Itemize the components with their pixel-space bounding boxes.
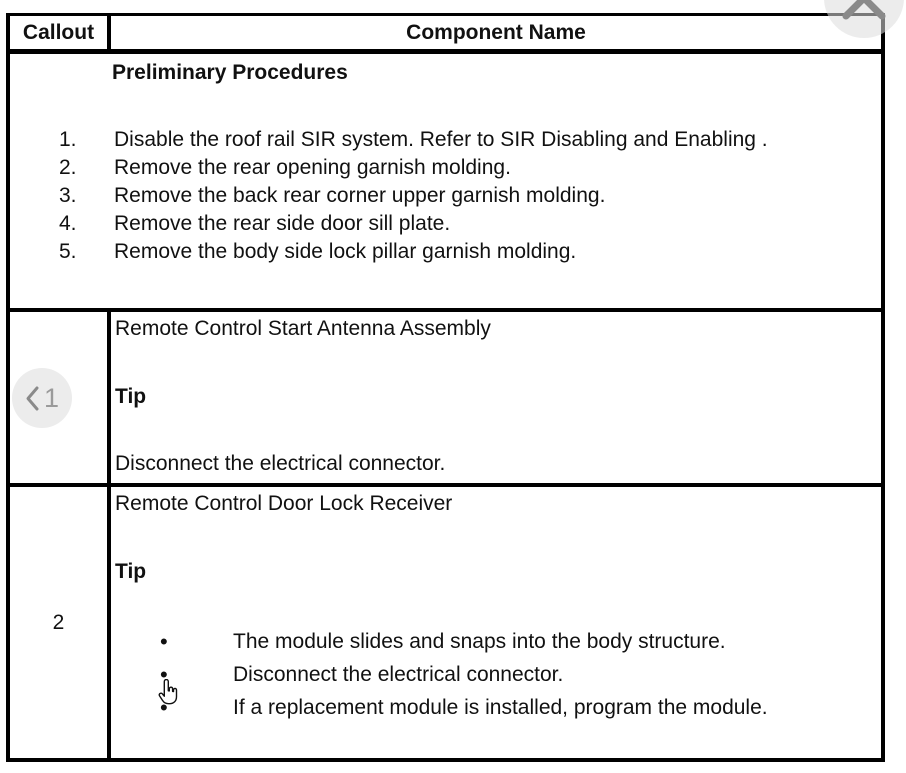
component-name-column-header: Component Name (107, 13, 885, 54)
callout-number: 2 (52, 610, 65, 634)
component-cell-receiver: Remote Control Door Lock Receiver Tip • … (107, 483, 885, 762)
component-title: Remote Control Start Antenna Assembly (115, 317, 491, 340)
component-row-antenna: Remote Control Start Antenna Assembly Ti… (6, 308, 885, 487)
step-text: Remove the rear side door sill plate. (114, 212, 451, 235)
list-item: 4. Remove the rear side door sill plate. (10, 210, 881, 238)
component-row-receiver: 2 Remote Control Door Lock Receiver Tip … (6, 483, 885, 762)
list-item: 5. Remove the body side lock pillar garn… (10, 238, 881, 266)
list-item: 3. Remove the back rear corner upper gar… (10, 182, 881, 210)
list-item: 1. Disable the roof rail SIR system. Ref… (10, 126, 881, 154)
list-item: • If a replacement module is installed, … (115, 691, 881, 724)
step-text: Remove the body side lock pillar garnish… (114, 240, 577, 263)
bullet-icon: • (160, 629, 168, 654)
component-cell-antenna: Remote Control Start Antenna Assembly Ti… (107, 308, 885, 487)
tip-label: Tip (115, 385, 147, 408)
table-header-row: Callout Component Name (6, 13, 885, 54)
bullet-text: Disconnect the electrical connector. (233, 663, 564, 686)
step-number: 5. (59, 240, 77, 263)
list-item: • The module slides and snaps into the b… (115, 625, 881, 658)
tip-text: Disconnect the electrical connector. (115, 452, 446, 475)
list-item: • Disconnect the electrical connector. (115, 658, 881, 691)
bullet-icon: • (160, 695, 168, 720)
tip-bullet-list: • The module slides and snaps into the b… (115, 625, 881, 724)
tip-label: Tip (115, 560, 147, 583)
bullet-text: The module slides and snaps into the bod… (233, 630, 726, 653)
list-item: 2. Remove the rear opening garnish moldi… (10, 154, 881, 182)
step-number: 3. (59, 184, 77, 207)
component-title: Remote Control Door Lock Receiver (115, 492, 453, 515)
step-number: 2. (59, 156, 77, 179)
preliminary-procedures-title: Preliminary Procedures (112, 61, 348, 84)
component-callout-table: Callout Component Name Preliminary Proce… (6, 13, 885, 762)
step-number: 4. (59, 212, 77, 235)
previous-callout-button[interactable]: 1 (12, 368, 72, 428)
step-number: 1. (59, 128, 77, 151)
hand-pointer-icon (158, 678, 178, 705)
hand-pointer-cursor (155, 678, 179, 712)
callout-column-header: Callout (6, 13, 111, 54)
step-text: Remove the back rear corner upper garnis… (114, 184, 606, 207)
callout-cell-2: 2 (6, 483, 111, 762)
bullet-icon: • (160, 662, 168, 687)
step-text: Disable the roof rail SIR system. Refer … (114, 128, 768, 151)
callout-number: 1 (43, 382, 60, 413)
preliminary-procedures-cell: Preliminary Procedures 1. Disable the ro… (6, 49, 885, 312)
preliminary-steps-list: 1. Disable the roof rail SIR system. Ref… (10, 126, 881, 266)
preliminary-procedures-row: Preliminary Procedures 1. Disable the ro… (6, 49, 885, 312)
step-text: Remove the rear opening garnish molding. (114, 156, 511, 179)
chevron-left-icon (26, 386, 39, 410)
bullet-text: If a replacement module is installed, pr… (233, 696, 768, 719)
